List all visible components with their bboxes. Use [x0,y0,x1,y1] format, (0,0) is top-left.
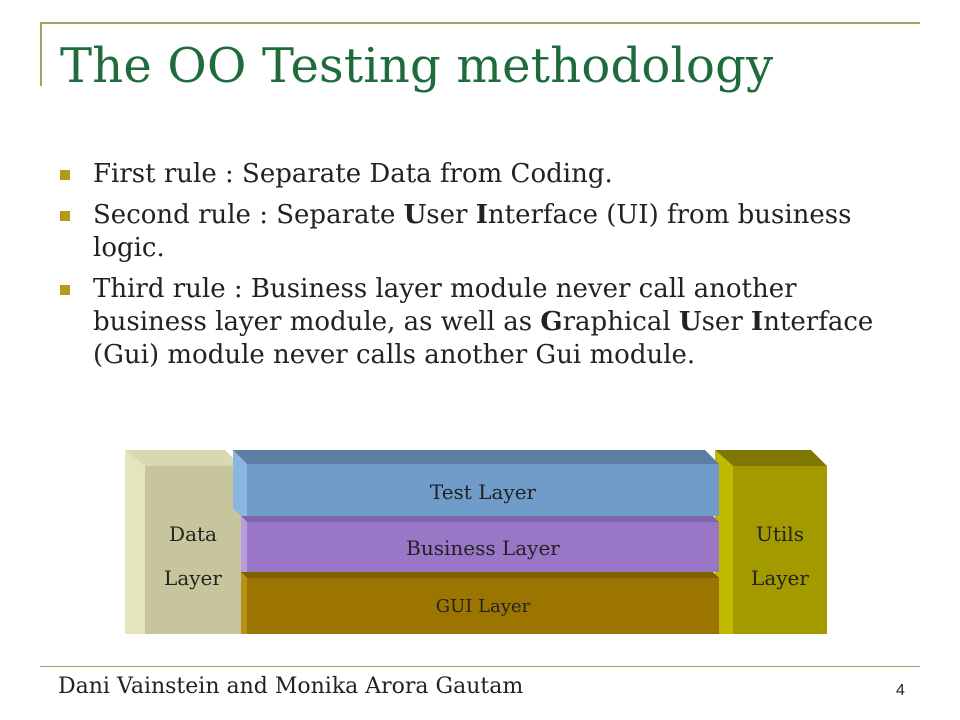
footer-authors: Dani Vainstein and Monika Arora Gautam [58,674,524,699]
utils-layer-label-line2: Layer [751,566,809,590]
data-layer-label-line1: Data [169,522,217,546]
bullet-text-segment: I [475,200,488,230]
utils-layer-side [715,450,733,634]
bullet-text-segment: Second rule : Separate [93,200,404,230]
layer-diagram: Data Layer Test Layer Business Layer GUI… [125,446,837,638]
bullet-text-segment: G [540,307,563,337]
business-layer-label: Business Layer [406,536,560,560]
utils-layer-top [715,450,827,466]
frame-top-line [40,22,920,24]
bullet-text-segment: raphical [562,307,679,337]
bullet-text-segment: U [678,307,702,337]
utils-layer-label-line1: Utils [756,522,804,546]
layer-diagram-shapes [125,450,827,634]
data-layer-front [145,466,241,634]
frame-bottom-line [40,666,920,667]
slide-title: The OO Testing methodology [60,38,774,94]
data-layer-label-line2: Layer [164,566,222,590]
bullet-item: Second rule : Separate User Interface (U… [60,199,880,265]
gui-layer-top [241,572,719,578]
utils-layer-label: Utils Layer [733,496,827,616]
bullet-item: Third rule : Business layer module never… [60,273,880,372]
square-bullet-icon [60,170,70,180]
bullet-text-segment: I [751,307,764,337]
frame-left-line [40,22,42,86]
business-layer-side [241,516,247,572]
bullet-item: First rule : Separate Data from Coding. [60,158,880,191]
utils-layer-front [733,466,827,634]
square-bullet-icon [60,211,70,221]
gui-layer-side [241,572,247,634]
bullet-text-segment: nterface (UI) from business logic. [93,200,852,263]
bullet-text-segment: ser [701,307,752,337]
bullet-text-segment: ser [426,200,476,230]
bullet-text-segment: nterface (Gui) module never calls anothe… [93,307,874,370]
business-layer-front [247,522,719,572]
data-layer-label: Data Layer [145,496,241,616]
bullet-list: First rule : Separate Data from Coding. … [60,158,880,380]
gui-layer-label: GUI Layer [435,595,531,617]
page-number: 4 [896,682,905,699]
data-layer-top [125,450,241,466]
bullet-text-segment: U [403,200,427,230]
business-layer-top [241,516,719,522]
test-layer-front [247,464,719,516]
bullet-text-segment: Third rule : Business layer module never… [93,274,797,337]
test-layer-side [233,450,247,516]
test-layer-top [233,450,719,464]
data-layer-side [125,450,145,634]
gui-layer-front [247,578,719,634]
test-layer-label: Test Layer [429,480,537,504]
bullet-text-segment: First rule : Separate Data from Coding. [93,159,613,189]
square-bullet-icon [60,285,70,295]
